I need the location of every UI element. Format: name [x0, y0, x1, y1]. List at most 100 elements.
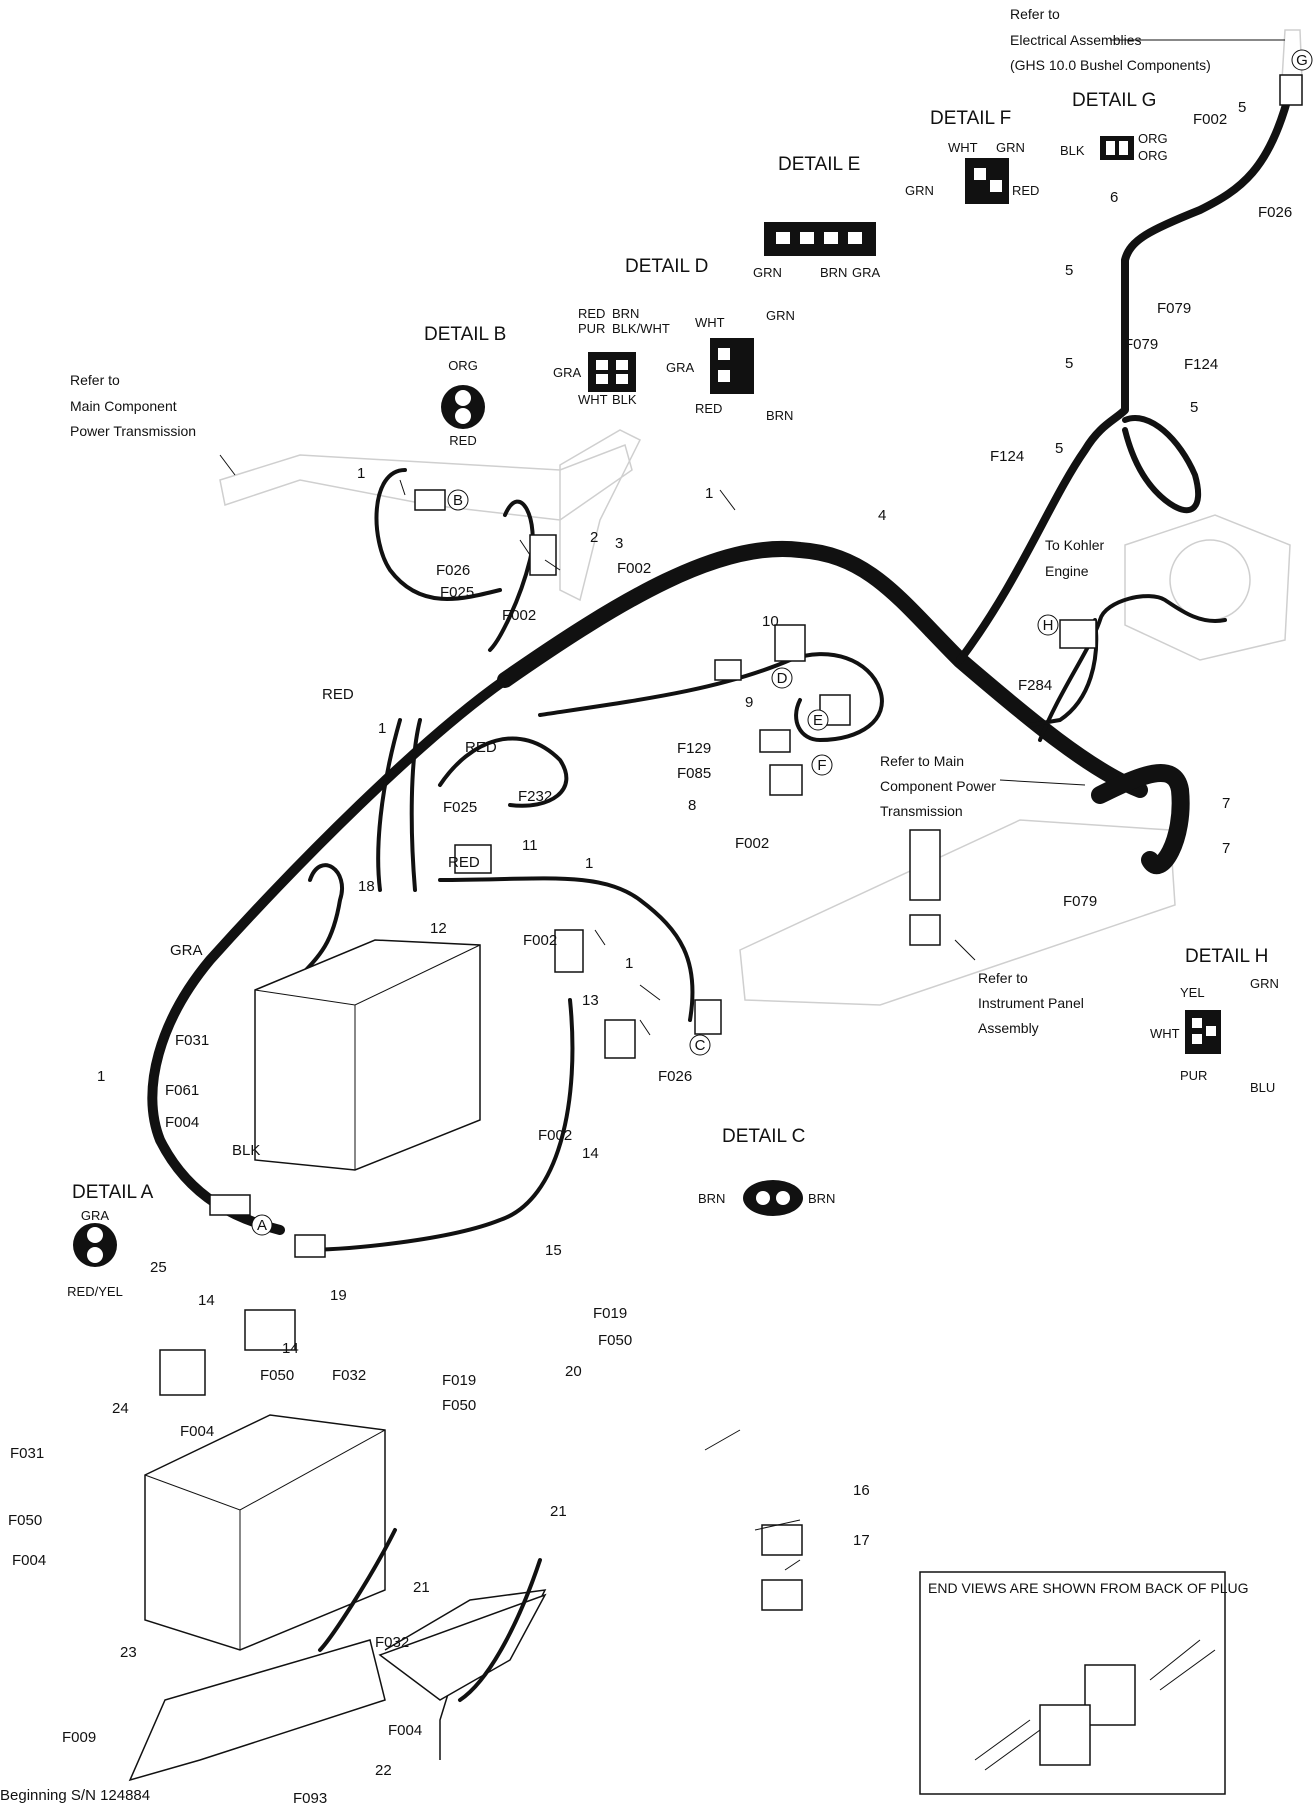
detail-d2-glyph — [710, 338, 754, 394]
relay-17 — [761, 1579, 803, 1611]
fastener-f050b: F050 — [260, 1367, 294, 1384]
marker-a: A — [257, 1217, 267, 1234]
ref-electrical-2: Electrical Assemblies — [1010, 32, 1142, 48]
detail-e-c: GRA — [852, 265, 881, 280]
callout-1a: 1 — [357, 465, 365, 482]
detail-a-top: GRA — [81, 1208, 110, 1223]
detail-h-glyph — [1185, 1010, 1221, 1054]
callout-23: 23 — [120, 1644, 137, 1661]
panel-plug-2 — [909, 914, 941, 946]
detail-c-right: BRN — [808, 1191, 835, 1206]
connector-d — [714, 659, 742, 681]
detail-b-title: DETAIL B — [424, 324, 506, 345]
wire-red-3: RED — [448, 854, 480, 871]
fastener-f079a: F079 — [1157, 300, 1191, 317]
marker-g: G — [1296, 52, 1308, 69]
fuse-19 — [244, 1309, 296, 1351]
marker-h: H — [1043, 617, 1054, 634]
detail-f-tl: WHT — [948, 140, 978, 155]
battery-lower — [128, 1414, 547, 1782]
callout-22: 22 — [375, 1762, 392, 1779]
fastener-labels: F002 F002 F002 F002 F002 F002 F026 F026 … — [8, 111, 1292, 1807]
detail-titles: DETAIL A DETAIL B DETAIL C DETAIL D DETA… — [72, 90, 1268, 1203]
main-harness — [147, 86, 1294, 1252]
detail-g-l: BLK — [1060, 143, 1085, 158]
ref-main2-3: Transmission — [880, 803, 963, 819]
fastener-f032a: F032 — [332, 1367, 366, 1384]
fastener-f002c: F002 — [502, 607, 536, 624]
detail-g-r2: ORG — [1138, 148, 1168, 163]
connector-b — [414, 489, 446, 511]
fastener-f002f: F002 — [538, 1127, 572, 1144]
callout-4: 4 — [878, 507, 886, 524]
fastener-f031a: F031 — [175, 1032, 209, 1049]
fastener-f004c: F004 — [12, 1552, 46, 1569]
relay-2 — [529, 534, 557, 576]
detail-e-title: DETAIL E — [778, 154, 860, 175]
callout-2: 2 — [590, 529, 598, 546]
callout-21a: 21 — [550, 1503, 567, 1520]
detail-b-bottom: RED — [449, 433, 476, 448]
fastener-f032b: F032 — [375, 1634, 409, 1651]
wire-labels: RED RED RED GRA BLK — [170, 686, 497, 1159]
detail-d-bl: WHT — [578, 392, 608, 407]
circuit-breaker-24 — [159, 1349, 206, 1396]
leader-lines — [219, 39, 1285, 1571]
detail-h-br: BLU — [1250, 1080, 1275, 1095]
detail-d-tr3: GRN — [766, 308, 795, 323]
detail-g-title: DETAIL G — [1072, 90, 1156, 111]
callout-7a: 7 — [1222, 795, 1230, 812]
callout-24: 24 — [112, 1400, 129, 1417]
detail-d-left: GRA — [553, 365, 582, 380]
detail-f-title: DETAIL F — [930, 108, 1011, 129]
fastener-f079b: F079 — [1124, 336, 1158, 353]
detail-b-glyph — [441, 385, 485, 429]
ref-main-1: Refer to — [70, 372, 120, 388]
fastener-f124a: F124 — [1184, 356, 1218, 373]
callout-17: 17 — [853, 1532, 870, 1549]
detail-h-tl: YEL — [1180, 985, 1205, 1000]
fastener-f093: F093 — [293, 1790, 327, 1807]
relay-8 — [769, 764, 803, 796]
fastener-f050c: F050 — [442, 1397, 476, 1414]
detail-d-tl3: WHT — [695, 315, 725, 330]
diode-11 — [454, 844, 492, 874]
detail-a-bottom: RED/YEL — [67, 1284, 123, 1299]
callout-20: 20 — [565, 1363, 582, 1380]
detail-c-title: DETAIL C — [722, 1126, 805, 1147]
wire-blk: BLK — [232, 1142, 260, 1159]
callout-8: 8 — [688, 797, 696, 814]
detail-f-l: GRN — [905, 183, 934, 198]
callout-13: 13 — [582, 992, 599, 1009]
fastener-f026b: F026 — [436, 562, 470, 579]
callout-12: 12 — [430, 920, 447, 937]
callout-14a: 14 — [582, 1145, 599, 1162]
serial-number-note: Beginning S/N 124884 — [0, 1787, 150, 1804]
detail-e-glyph — [764, 222, 876, 256]
detail-d-tr2: BLK/WHT — [612, 321, 670, 336]
relay-9 — [759, 729, 791, 753]
fastener-f004b: F004 — [180, 1423, 214, 1440]
detail-f-glyph — [965, 158, 1009, 204]
fastener-f019a: F019 — [593, 1305, 627, 1322]
detail-f-r: RED — [1012, 183, 1039, 198]
fastener-f019b: F019 — [442, 1372, 476, 1389]
fuse-holder-13 — [604, 1019, 636, 1059]
callout-15: 15 — [545, 1242, 562, 1259]
callout-16: 16 — [853, 1482, 870, 1499]
callout-1c: 1 — [378, 720, 386, 737]
connector-h — [1059, 619, 1097, 649]
detail-glyphs — [73, 136, 1221, 1267]
fastener-f004a: F004 — [165, 1114, 199, 1131]
ref-main2-1: Refer to Main — [880, 753, 964, 769]
detail-f-tr: GRN — [996, 140, 1025, 155]
ref-kohler-2: Engine — [1045, 563, 1089, 579]
hold-down-rods — [318, 1528, 542, 1702]
panel-plug-1 — [909, 829, 941, 901]
reference-notes: Refer to Electrical Assemblies (GHS 10.0… — [70, 6, 1211, 1036]
fastener-f050a: F050 — [598, 1332, 632, 1349]
callout-1d: 1 — [585, 855, 593, 872]
end-view-inset: END VIEWS ARE SHOWN FROM BACK OF PLUG — [919, 1571, 1248, 1795]
connector-c — [694, 999, 722, 1035]
